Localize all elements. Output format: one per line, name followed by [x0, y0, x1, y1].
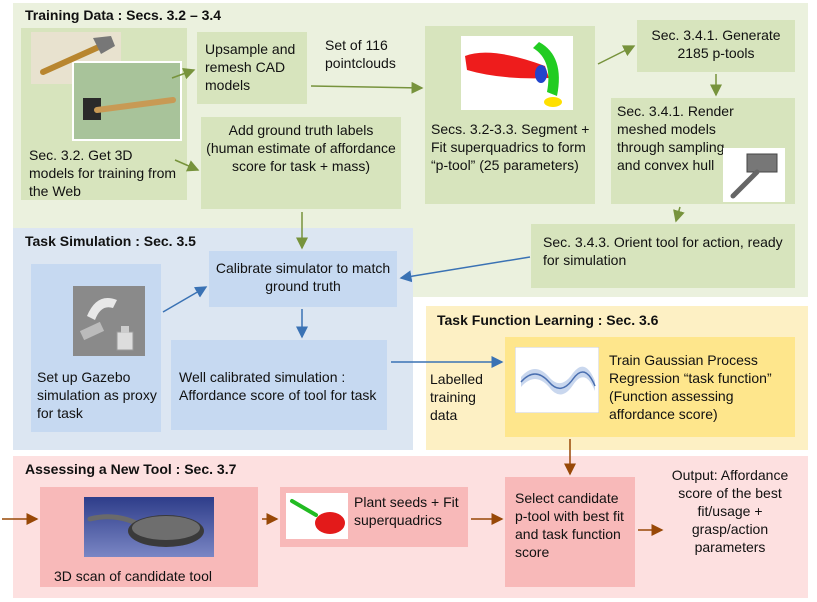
- render-text: Sec. 3.4.1. Render meshed models through…: [617, 103, 734, 173]
- get-models-box: Sec. 3.2. Get 3D models for training fro…: [21, 28, 187, 200]
- frying-pan-image: [84, 497, 214, 557]
- training-title: Training Data : Secs. 3.2 – 3.4: [25, 7, 222, 23]
- scan-text: 3D scan of candidate tool: [54, 568, 212, 584]
- segment-box: Secs. 3.2-3.3. Segment + Fit superquadri…: [425, 26, 595, 204]
- gazebo-text: Set up Gazebo simulation as proxy for ta…: [37, 369, 157, 421]
- labels-text: Add ground truth labels (human estimate …: [206, 122, 396, 174]
- p-tool-image: [461, 36, 573, 110]
- labels-box: Add ground truth labels (human estimate …: [201, 117, 401, 209]
- arrow-upsample-to-segment: [310, 81, 424, 94]
- segment-text: Secs. 3.2-3.3. Segment + Fit superquadri…: [431, 121, 590, 173]
- assessing-title: Assessing a New Tool : Sec. 3.7: [25, 461, 237, 477]
- select-text: Select candidate p-tool with best fit an…: [515, 490, 624, 560]
- upsample-text: Upsample and remesh CAD models: [205, 41, 296, 93]
- learning-title: Task Function Learning : Sec. 3.6: [437, 312, 659, 328]
- labelled-data-label: Labelled training data: [430, 371, 483, 423]
- seeds-image: [286, 493, 348, 539]
- arrow-segment-to-generate: [597, 45, 636, 65]
- calibrate-text: Calibrate simulator to match ground trut…: [215, 260, 391, 294]
- simulation-title: Task Simulation : Sec. 3.5: [25, 233, 196, 249]
- gazebo-box: Set up Gazebo simulation as proxy for ta…: [31, 264, 161, 432]
- arrow-orient-to-calibrate: [399, 256, 531, 283]
- calibrate-box: Calibrate simulator to match ground trut…: [209, 251, 397, 307]
- hammer-image: [31, 32, 182, 141]
- seeds-text: Plant seeds + Fit superquadrics: [354, 494, 459, 528]
- arrow-render-to-orient: [673, 206, 685, 223]
- arrow-models-to-labels: [174, 159, 200, 172]
- gp-plot-image: [515, 347, 599, 413]
- calibrated-text: Well calibrated simulation : Affordance …: [179, 369, 377, 403]
- orient-text: Sec. 3.4.3. Orient tool for action, read…: [543, 234, 783, 268]
- gp-text: Train Gaussian Process Regression “task …: [609, 352, 772, 422]
- seeds-box: Plant seeds + Fit superquadrics: [280, 487, 468, 547]
- output-text: Output: Affordance score of the best fit…: [671, 467, 789, 555]
- generate-box: Sec. 3.4.1. Generate 2185 p-tools: [637, 20, 795, 72]
- gp-box: Train Gaussian Process Regression “task …: [505, 337, 795, 437]
- get-models-text: Sec. 3.2. Get 3D models for training fro…: [29, 147, 177, 199]
- pointclouds-label: Set of 116 pointclouds: [325, 37, 396, 71]
- render-box: Sec. 3.4.1. Render meshed models through…: [611, 98, 795, 204]
- scan-box: 3D scan of candidate tool: [40, 487, 258, 587]
- generate-text: Sec. 3.4.1. Generate 2185 p-tools: [651, 27, 781, 61]
- arrow-models-to-upsample: [171, 67, 196, 80]
- calibrated-box: Well calibrated simulation : Affordance …: [171, 340, 387, 430]
- gazebo-image: [73, 286, 145, 356]
- select-box: Select candidate p-tool with best fit an…: [505, 477, 635, 587]
- orient-box: Sec. 3.4.3. Orient tool for action, read…: [531, 224, 795, 288]
- mallet-image: [723, 148, 785, 202]
- arrow-gazebo-to-calibrate: [162, 286, 208, 313]
- upsample-box: Upsample and remesh CAD models: [197, 32, 307, 104]
